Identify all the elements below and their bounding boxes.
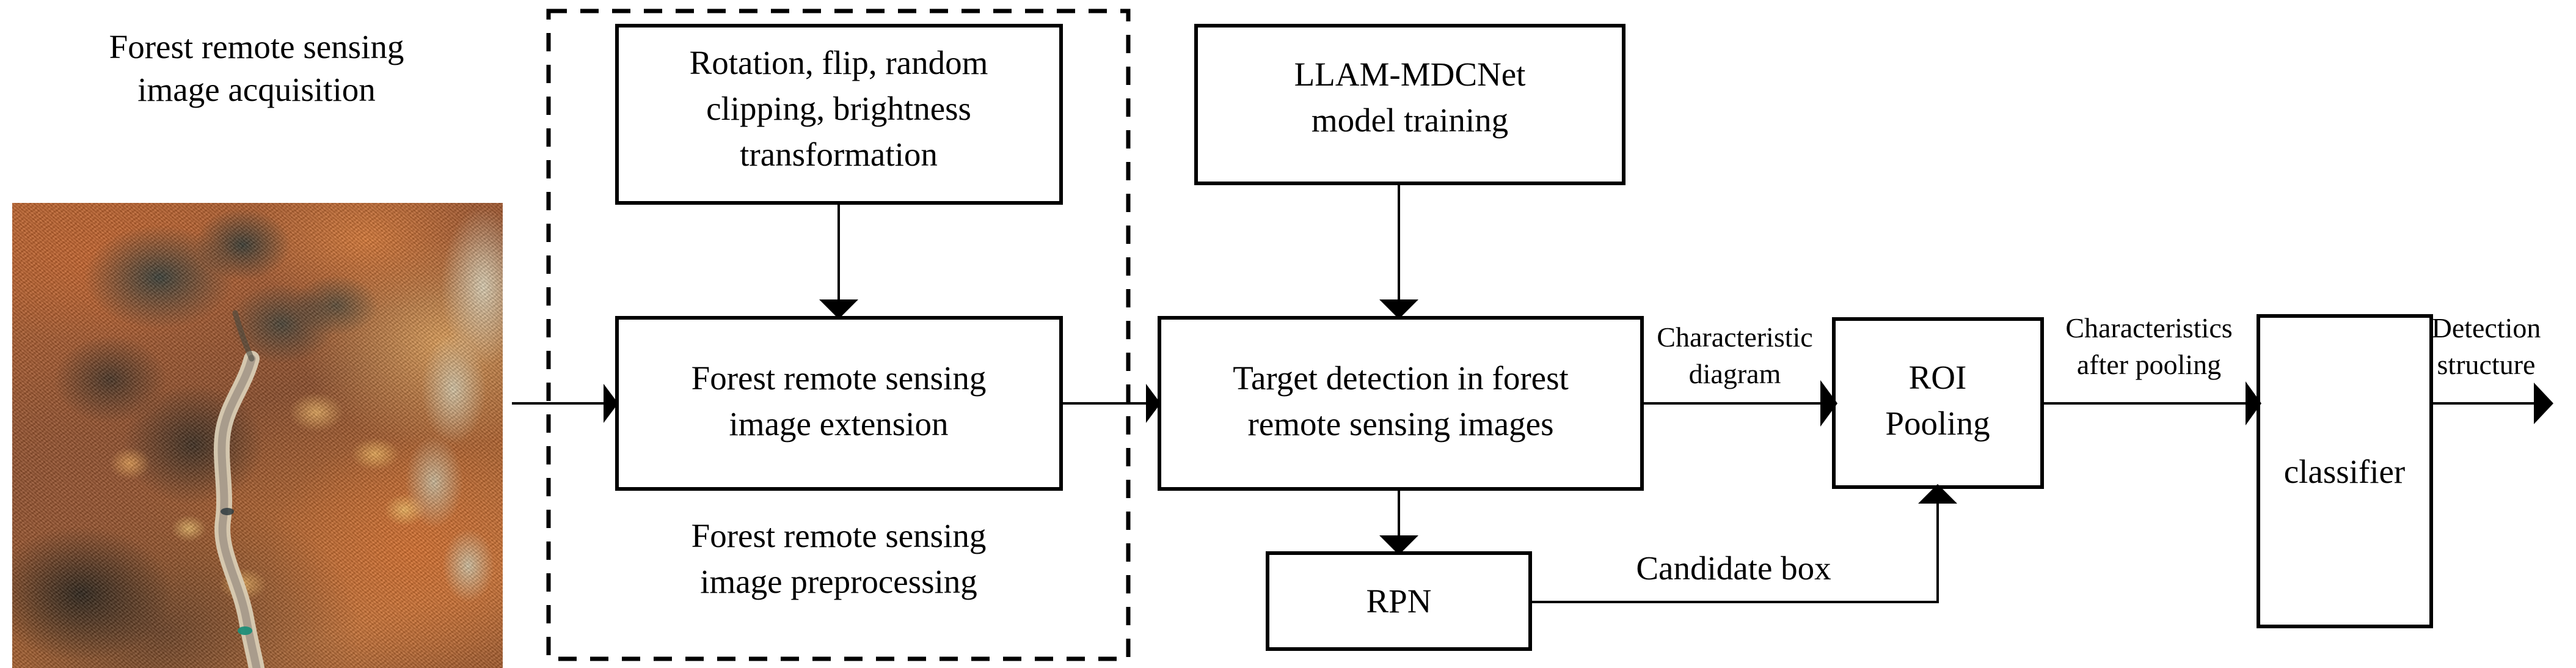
acquisition-caption-line1: Forest remote sensing (109, 28, 404, 65)
edge-label-detection-structure-line2: structure (2437, 349, 2536, 380)
edge-label-characteristic-diagram-line1: Characteristic (1657, 321, 1812, 353)
preprocessing-group-label-line2: image preprocessing (700, 563, 977, 600)
acquisition-caption-line2: image acquisition (137, 71, 376, 108)
edge-label-characteristic-diagram-line2: diagram (1689, 358, 1781, 389)
roi-pooling-box[interactable] (1832, 317, 2044, 489)
arrowhead-photo-to-extension (604, 384, 618, 423)
arrowhead-extension-to-detection (1146, 384, 1161, 423)
arrowhead-classifier-to-output (2534, 383, 2553, 424)
preprocessing-group-label-line1: Forest remote sensing (691, 517, 987, 554)
edge-rpn-to-roi (1530, 502, 1939, 603)
arrowhead-roi-to-classifier (2246, 381, 2261, 425)
model-training-box[interactable] (1194, 24, 1626, 185)
augmentation-box[interactable] (615, 24, 1063, 205)
classifier-label: classifier (2284, 453, 2406, 490)
edge-label-detection-structure-line1: Detection (2432, 312, 2541, 343)
photo-highlight-layer (12, 203, 503, 668)
extension-label-line1: Forest remote sensing (691, 359, 987, 397)
roi-pooling-label-line1: ROI (1909, 359, 1967, 396)
roi-pooling-label-line2: Pooling (1885, 405, 1990, 442)
augmentation-label-line3: transformation (740, 136, 938, 173)
preprocessing-group-border (546, 9, 1131, 661)
edge-label-candidate-box: Candidate box (1636, 549, 1831, 587)
edge-label-after-pooling-line2: after pooling (2077, 349, 2221, 380)
augmentation-label-line1: Rotation, flip, random (690, 44, 988, 81)
extension-box[interactable] (615, 316, 1063, 491)
rpn-label: RPN (1366, 582, 1432, 620)
target-detection-label-line2: remote sensing images (1248, 405, 1554, 442)
arrowhead-training-to-detection (1379, 299, 1418, 319)
arrowhead-detection-to-rpn (1379, 535, 1418, 555)
model-training-label-line2: model training (1312, 101, 1508, 139)
augmentation-label-line2: clipping, brightness (706, 90, 971, 127)
photo-road-overlay (213, 310, 265, 668)
arrowhead-augmentation-to-extension (819, 299, 858, 319)
arrowhead-rpn-to-roi (1918, 484, 1957, 504)
model-training-label-line1: LLAM-MDCNet (1294, 56, 1526, 93)
target-detection-label-line1: Target detection in forest (1233, 359, 1569, 397)
edge-label-after-pooling-line1: Characteristics (2065, 312, 2232, 343)
forest-remote-sensing-photo (12, 203, 503, 668)
target-detection-box[interactable] (1158, 316, 1644, 491)
arrowhead-detection-to-roi (1820, 380, 1837, 427)
classifier-box[interactable] (2257, 314, 2433, 628)
photo-canopy-texture (12, 203, 503, 668)
extension-label-line2: image extension (729, 405, 949, 442)
